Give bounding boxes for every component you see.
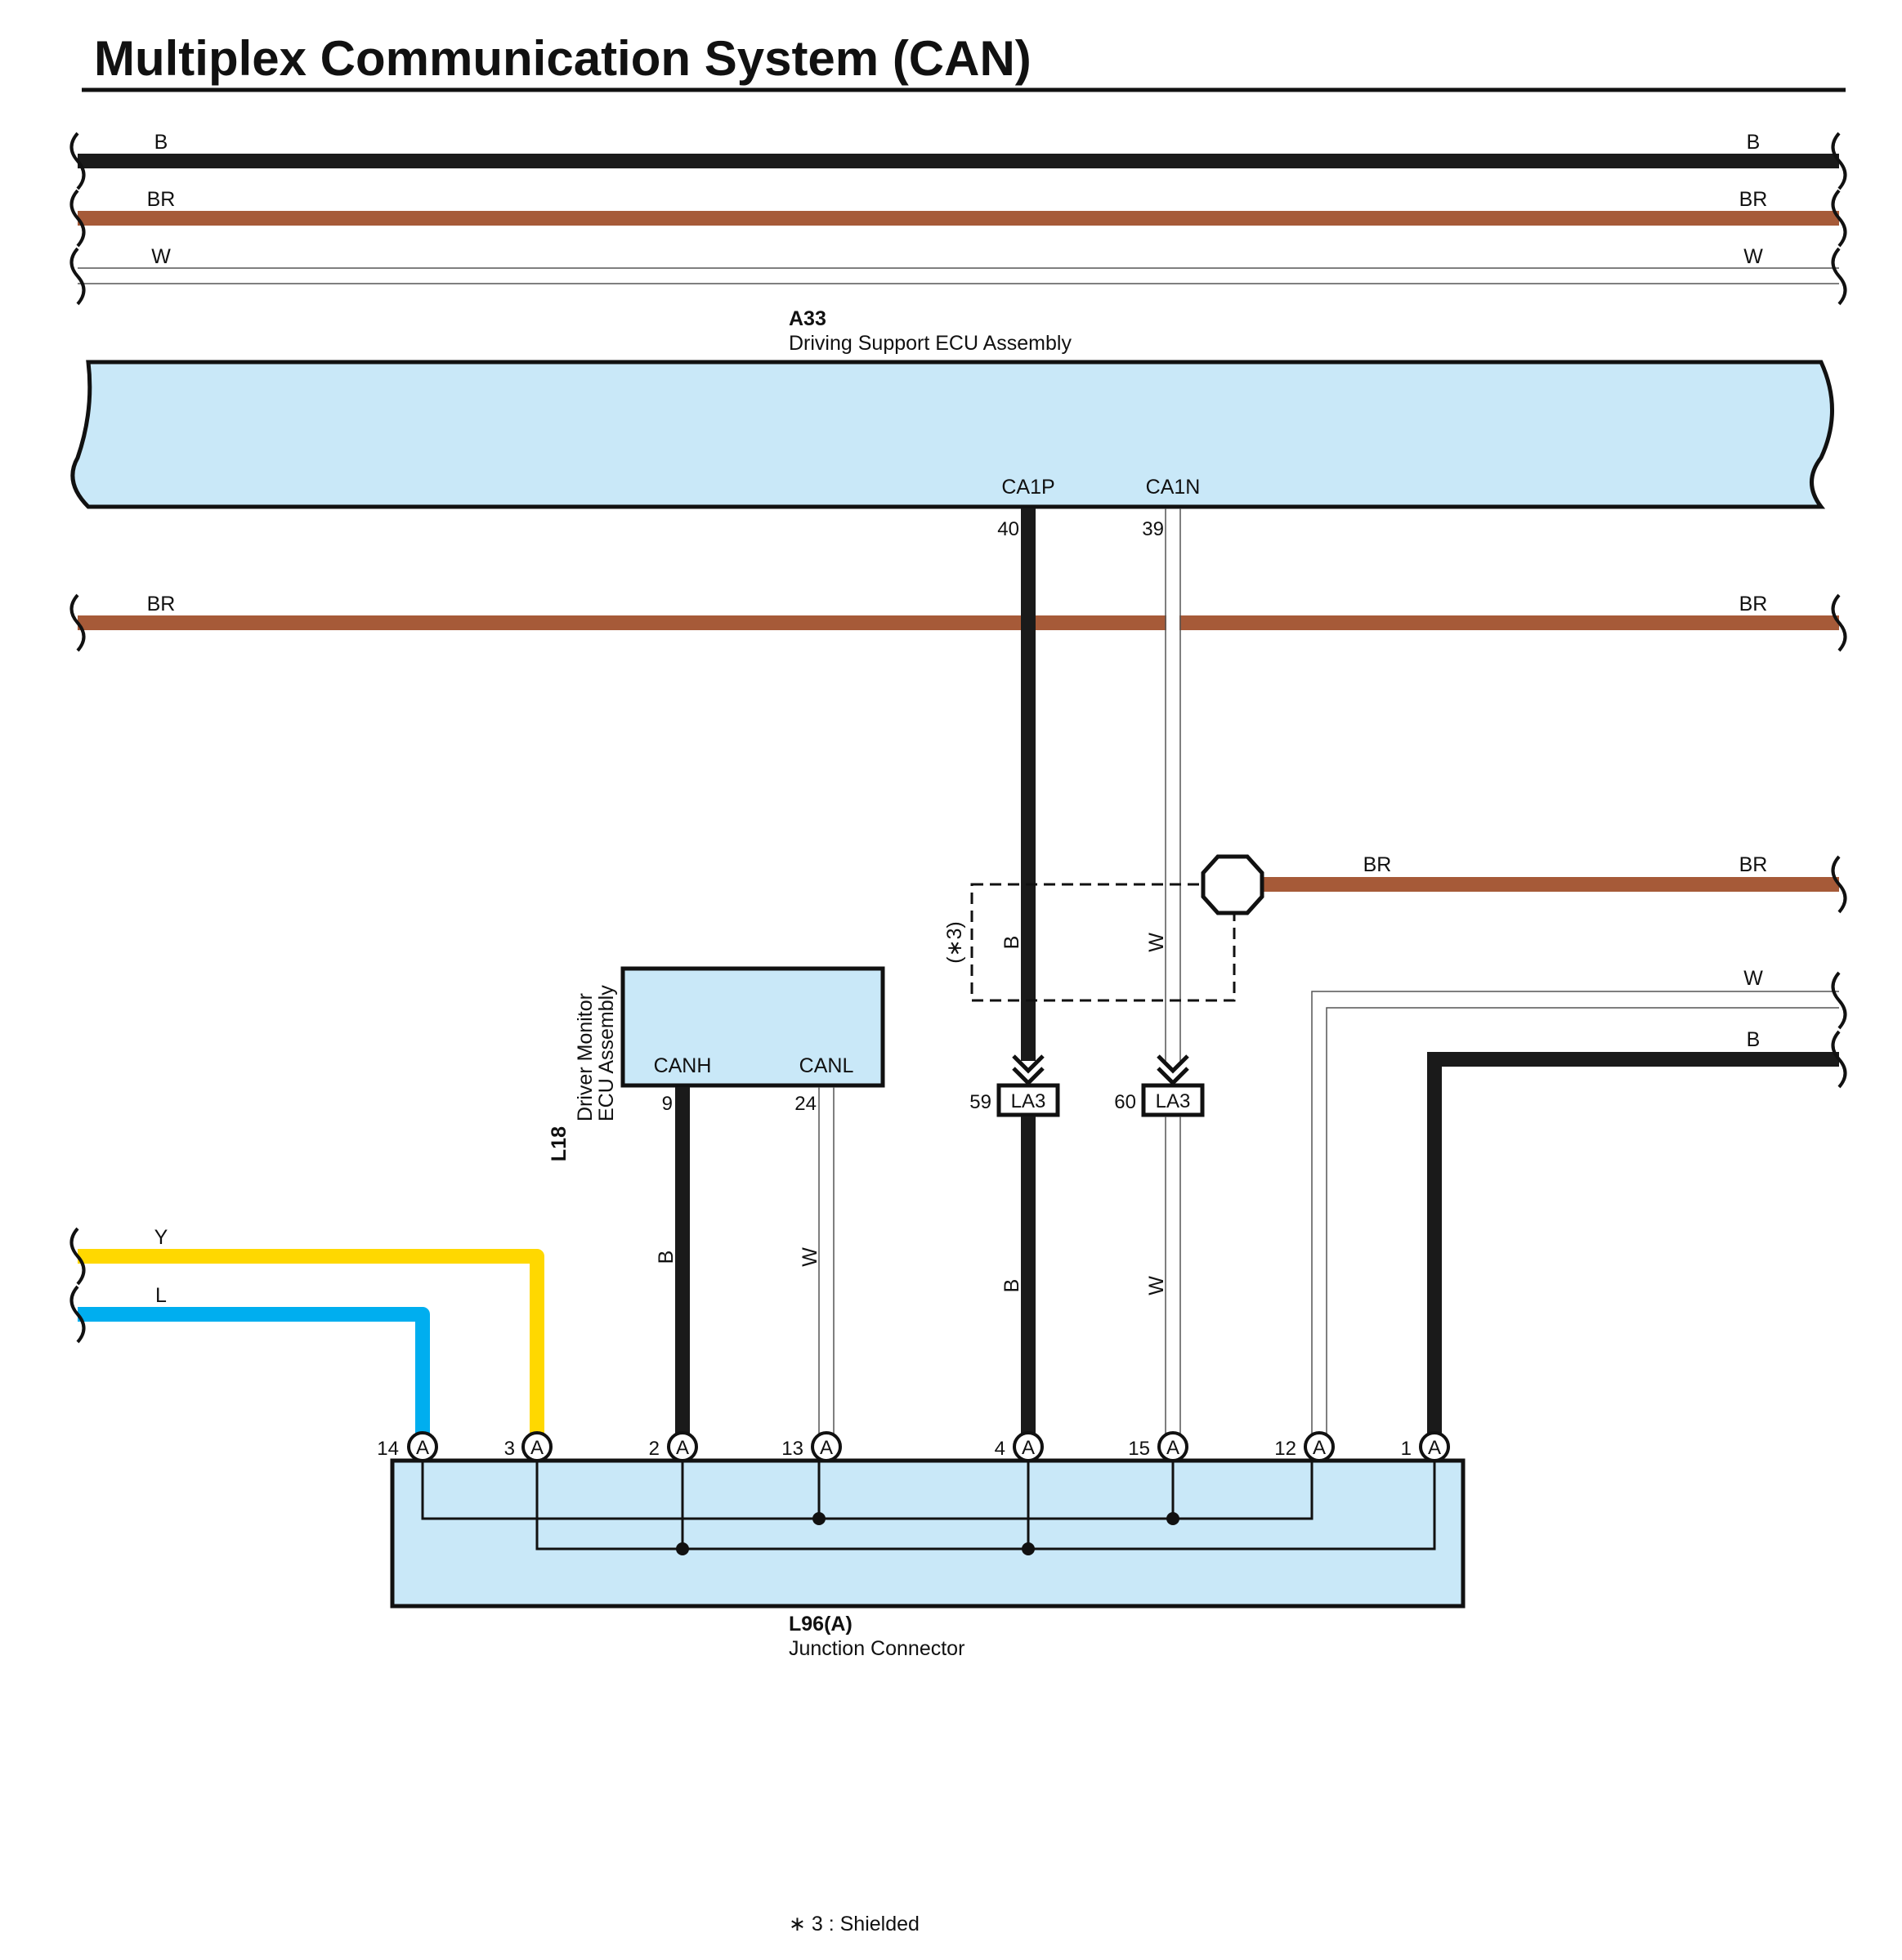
svg-text:A: A bbox=[1166, 1437, 1179, 1459]
top-wire-w-label-right: W bbox=[1743, 245, 1763, 268]
shield-wire-b-label: B bbox=[1000, 936, 1023, 950]
ecu-l18-pin-24: 24 bbox=[794, 1093, 817, 1115]
top-wire-b-label-right: B bbox=[1747, 131, 1761, 154]
l96-pin-1-number: 1 bbox=[1401, 1438, 1412, 1460]
la3-connector-60: LA3 60 bbox=[1114, 1054, 1205, 1117]
ecu-a33-terminal-ca1n: CA1N bbox=[1146, 476, 1201, 499]
right-wire-b-label: B bbox=[1747, 1028, 1761, 1051]
wire-la3-59-label: B bbox=[1000, 1279, 1023, 1293]
top-wire-b-label-left: B bbox=[154, 131, 168, 154]
la3-pin-59: 59 bbox=[969, 1091, 991, 1113]
l96-pin-14-number: 14 bbox=[377, 1438, 399, 1460]
l96-pin-15: A 15 bbox=[1128, 1431, 1188, 1462]
l96-pin-15-number: 15 bbox=[1128, 1438, 1150, 1460]
mid-wire-br: BR BR bbox=[69, 593, 1847, 652]
l96-pin-4: A 4 bbox=[995, 1431, 1044, 1462]
ecu-a33: A33 Driving Support ECU Assembly CA1P CA… bbox=[70, 307, 1834, 540]
ecu-a33-pin-40: 40 bbox=[997, 518, 1019, 540]
l96-pin-3: A 3 bbox=[504, 1431, 553, 1462]
ecu-a33-name: Driving Support ECU Assembly bbox=[789, 332, 1072, 355]
ecu-l18-body bbox=[620, 966, 885, 1088]
svg-text:A: A bbox=[1313, 1437, 1326, 1459]
shield-wire-w-label: W bbox=[1145, 933, 1168, 952]
shield-ref: (∗3) bbox=[943, 921, 966, 964]
right-wire-b: B bbox=[1427, 1028, 1847, 1440]
l96-pin-3-number: 3 bbox=[504, 1438, 515, 1460]
shield-box bbox=[970, 883, 1236, 1002]
shield: (∗3) B W BR BR bbox=[943, 853, 1847, 1002]
la3-label-59: LA3 bbox=[1011, 1090, 1046, 1112]
ecu-l18-pin-9: 9 bbox=[662, 1093, 673, 1115]
wire-canl-w: W bbox=[799, 1087, 835, 1440]
ecu-a33-code: A33 bbox=[789, 307, 826, 330]
ecu-l18-terminal-canh: CANH bbox=[654, 1054, 712, 1077]
l96-pin-12-number: 12 bbox=[1274, 1438, 1296, 1460]
svg-text:A: A bbox=[530, 1437, 544, 1459]
junction-l96-name: Junction Connector bbox=[789, 1637, 964, 1660]
la3-connector-59: LA3 59 bbox=[969, 1054, 1060, 1117]
l96-pin-14: A 14 bbox=[377, 1431, 438, 1462]
right-wire-w-label: W bbox=[1743, 967, 1763, 990]
la3-label-60: LA3 bbox=[1156, 1090, 1191, 1112]
ecu-l18: CANH CANL L18 Driver Monitor ECU Assembl… bbox=[548, 966, 885, 1161]
shield-ground-label-left: BR bbox=[1363, 853, 1392, 876]
junction-l96-body bbox=[390, 1458, 1466, 1609]
wire-canh-label: B bbox=[655, 1251, 678, 1264]
footnote: ∗ 3 : Shielded bbox=[789, 1913, 920, 1935]
svg-text:A: A bbox=[820, 1437, 833, 1459]
left-wire-y-label: Y bbox=[154, 1226, 168, 1249]
top-wire-b: B B bbox=[69, 131, 1847, 190]
mid-wire-br-label-right: BR bbox=[1739, 593, 1768, 615]
l96-pin-1: A 1 bbox=[1401, 1431, 1450, 1462]
top-wire-br-label-left: BR bbox=[147, 188, 176, 211]
l96-pin-4-number: 4 bbox=[995, 1438, 1005, 1460]
ecu-a33-pin-39: 39 bbox=[1142, 518, 1164, 540]
wire-la3-60-label: W bbox=[1145, 1276, 1168, 1295]
shield-ground-label-right: BR bbox=[1739, 853, 1768, 876]
l96-pin-13: A 13 bbox=[781, 1431, 842, 1462]
wire-la3-60-w: W bbox=[1145, 1116, 1181, 1440]
la3-pin-60: 60 bbox=[1114, 1091, 1136, 1113]
svg-text:A: A bbox=[416, 1437, 429, 1459]
l96-pin-12: A 12 bbox=[1274, 1431, 1335, 1462]
right-wire-w: W bbox=[1311, 967, 1847, 1440]
ecu-a33-terminal-ca1p: CA1P bbox=[1001, 476, 1054, 499]
ecu-l18-terminal-canl: CANL bbox=[799, 1054, 854, 1077]
top-wire-w-label-left: W bbox=[151, 245, 171, 268]
l96-pin-13-number: 13 bbox=[781, 1438, 803, 1460]
svg-text:A: A bbox=[676, 1437, 689, 1459]
left-wire-l: L bbox=[69, 1284, 430, 1440]
top-wire-br: BR BR bbox=[69, 188, 1847, 248]
ecu-l18-code: L18 bbox=[548, 1126, 571, 1161]
l96-pin-2: A 2 bbox=[649, 1431, 698, 1462]
left-wire-y: Y bbox=[69, 1226, 544, 1440]
ecu-a33-body bbox=[70, 360, 1834, 509]
svg-text:A: A bbox=[1428, 1437, 1441, 1459]
ecu-l18-name-line2: ECU Assembly bbox=[595, 985, 618, 1121]
wire-la3-59-b: B bbox=[1000, 1116, 1036, 1440]
mid-wire-br-label-left: BR bbox=[147, 593, 176, 615]
diagram-title: Multiplex Communication System (CAN) bbox=[94, 31, 1032, 86]
wire-ca1n-w bbox=[1165, 508, 1181, 1061]
junction-l96: L96(A) Junction Connector bbox=[390, 1458, 1466, 1660]
svg-text:A: A bbox=[1022, 1437, 1035, 1459]
left-wire-l-label: L bbox=[155, 1284, 167, 1307]
top-wire-br-label-right: BR bbox=[1739, 188, 1768, 211]
ground-point bbox=[1201, 854, 1264, 915]
wire-canh-b: B bbox=[655, 1087, 690, 1440]
l96-pin-2-number: 2 bbox=[649, 1438, 660, 1460]
junction-l96-code: L96(A) bbox=[789, 1613, 853, 1636]
top-wire-w: W W bbox=[69, 245, 1847, 306]
wire-canl-label: W bbox=[799, 1247, 821, 1267]
ecu-l18-name-line1: Driver Monitor bbox=[574, 993, 597, 1121]
